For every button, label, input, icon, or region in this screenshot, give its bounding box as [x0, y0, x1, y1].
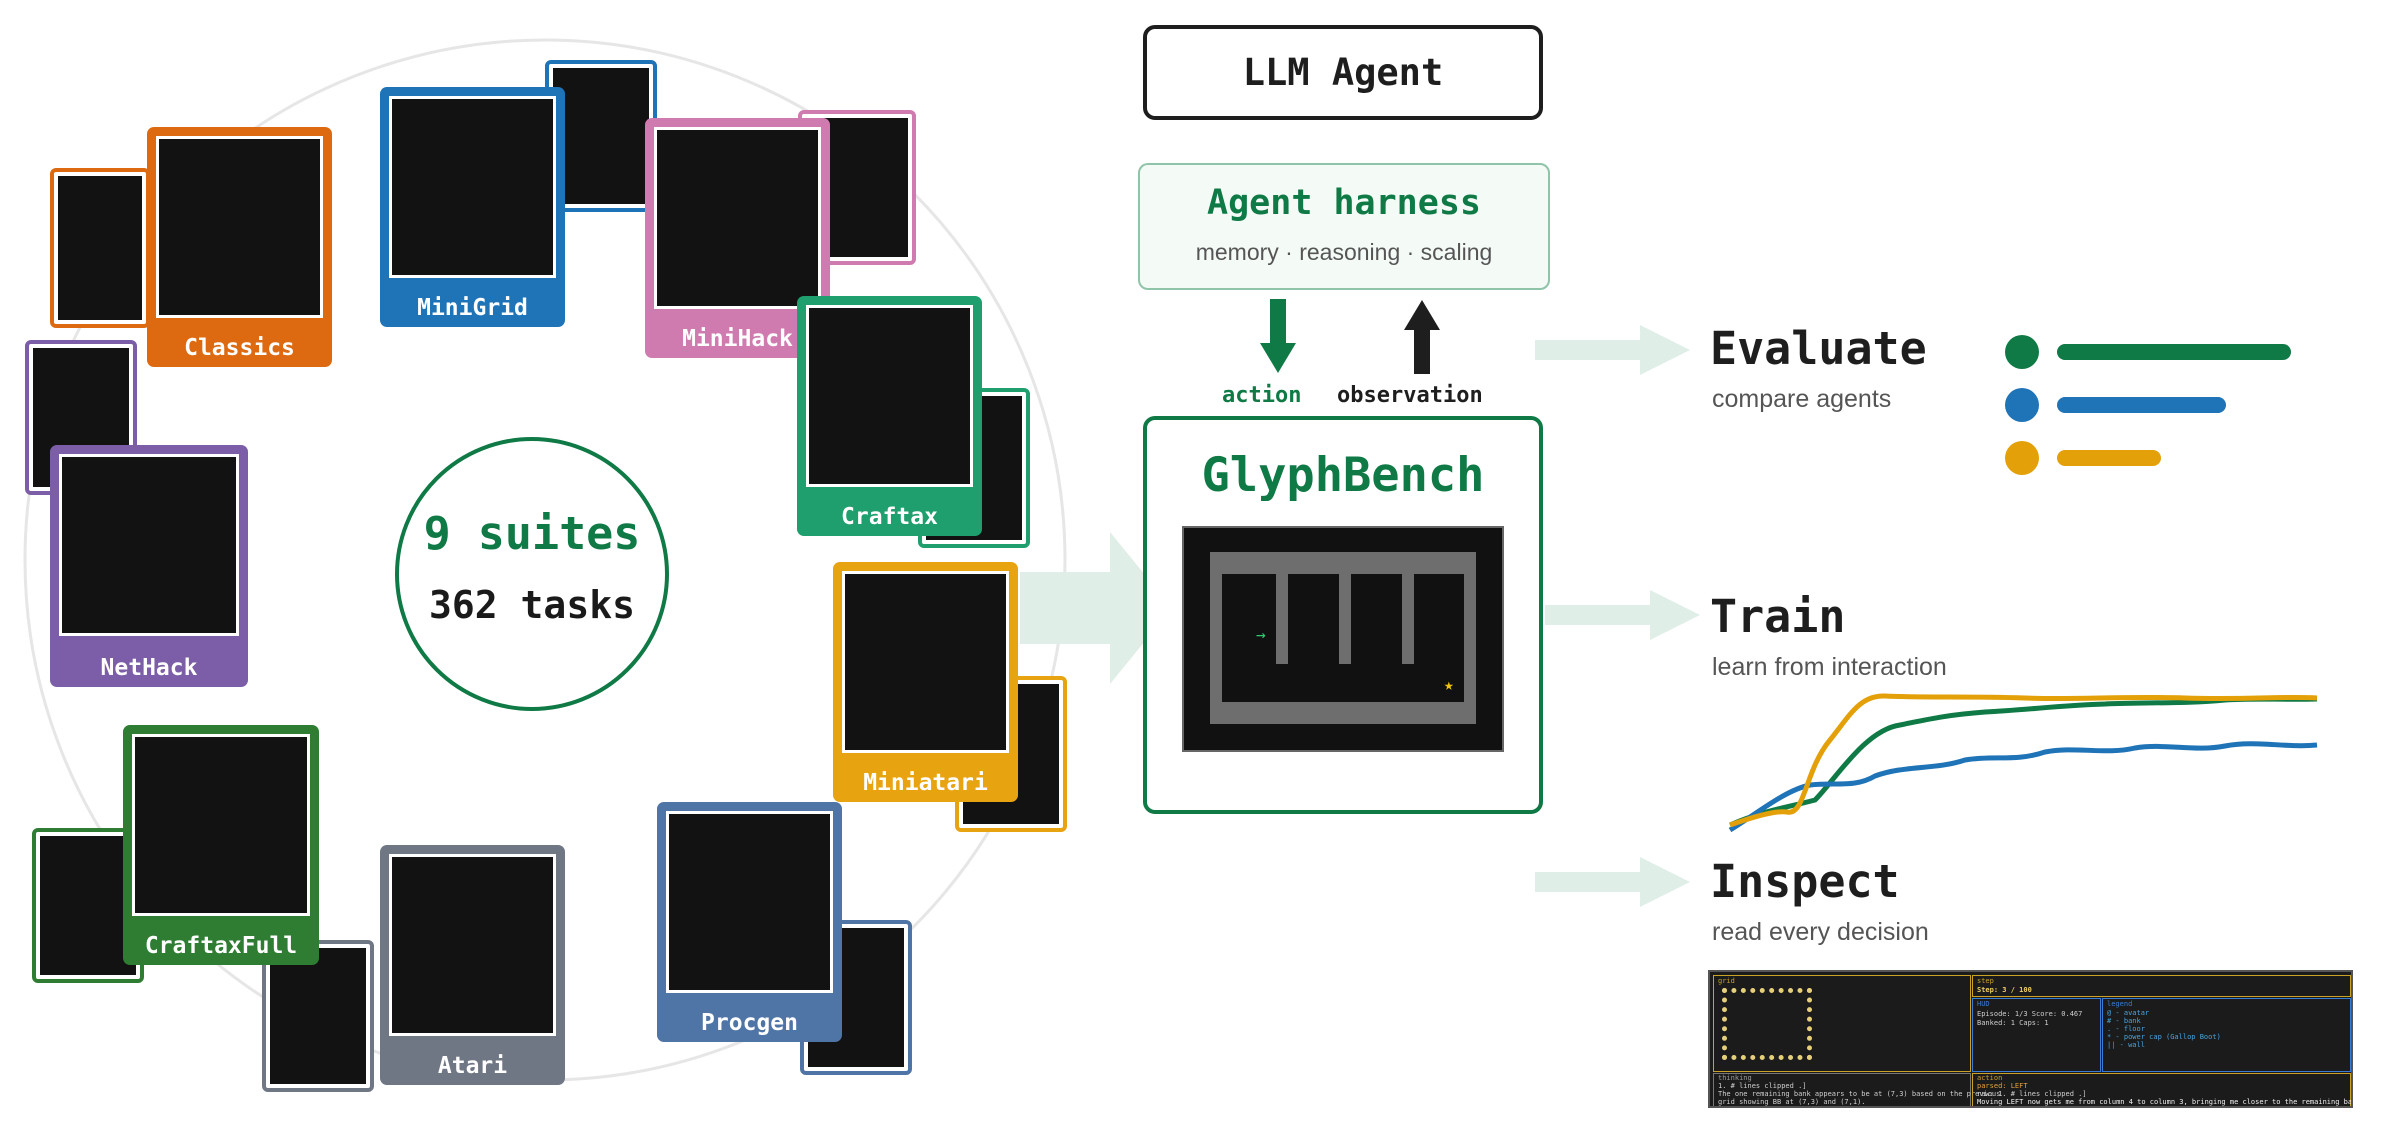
inspect-thinking-pane: thinking 1. # lines clipped .] The one r…	[1713, 1073, 2000, 1106]
agent-3-bar	[2057, 450, 2161, 466]
classics-thumbnail	[156, 136, 323, 318]
agent-3-dot	[2005, 441, 2039, 475]
inspect-title: Inspect	[1710, 855, 1900, 908]
agent-1-dot	[2005, 335, 2039, 369]
task-count: 362 tasks	[429, 583, 635, 627]
evaluate-subtitle: compare agents	[1712, 385, 1892, 413]
inspect-thinking-line3: grid showing BB at (7,3) and (7,1).	[1718, 1098, 1866, 1106]
llm-agent-box: LLM Agent	[1143, 25, 1543, 120]
atari-thumbnail-2	[262, 940, 374, 1092]
suite-card-craftax[interactable]: Craftax	[797, 296, 982, 536]
classics-thumbnail-2	[50, 168, 150, 328]
minihack-thumbnail	[654, 127, 821, 309]
action-arrow-icon	[1260, 299, 1296, 373]
inspect-action-line1: parsed: LEFT	[1977, 1082, 2028, 1090]
inspect-panel: grid step Step: 3 / 100 HUD Episode: 1/3…	[1708, 970, 2353, 1108]
agent-2-bar	[2057, 397, 2226, 413]
inspect-action-line3: Moving LEFT now gets me from column 4 to…	[1977, 1098, 2353, 1106]
action-label: action	[1222, 383, 1302, 408]
agent-arrows	[1260, 299, 1440, 374]
glyphbench-screen: → ★	[1182, 526, 1504, 752]
suite-card-minigrid[interactable]: MiniGrid	[380, 87, 565, 327]
inspect-hud-line1: Episode: 1/3 Score: 0.467	[1977, 1010, 2083, 1018]
nethack-thumbnail	[59, 454, 239, 636]
train-subtitle: learn from interaction	[1712, 653, 1947, 681]
observation-arrow-icon	[1404, 300, 1440, 374]
glyphbench-title: GlyphBench	[1201, 448, 1485, 503]
legend-item: . - floor	[2107, 1025, 2145, 1033]
legend-item: * - power cap (Gallop Boot)	[2107, 1033, 2221, 1041]
train-arrow	[1545, 590, 1700, 640]
inspect-action-pane: action parsed: LEFT raw: 1. # lines clip…	[1972, 1073, 2353, 1106]
inspect-hud-pane: HUD Episode: 1/3 Score: 0.467 Banked: 1 …	[1972, 998, 2101, 1072]
inspect-action-line2: raw: 1. # lines clipped .]	[1977, 1090, 2087, 1098]
suite-label-craftax: Craftax	[841, 504, 938, 530]
glyphbench-box: GlyphBench → ★	[1143, 416, 1543, 814]
evaluate-chart	[2005, 335, 2291, 475]
suite-card-procgen[interactable]: Procgen	[657, 802, 842, 1042]
inspect-step-label: step	[1977, 977, 1994, 985]
miniatari-thumbnail	[842, 571, 1009, 753]
inspect-grid-map	[1722, 988, 1812, 1060]
suite-card-atari[interactable]: Atari	[380, 845, 565, 1085]
llm-agent-title: LLM Agent	[1242, 51, 1444, 94]
inspect-legend-label: legend	[2107, 1000, 2133, 1008]
inspect-step-value: Step: 3 / 100	[1977, 986, 2032, 994]
atari-thumbnail	[389, 854, 556, 1036]
inspect-legend-pane: legend @ - avatar # - bank . - floor * -…	[2102, 998, 2351, 1072]
train-curves	[1728, 693, 2318, 833]
inspect-subtitle: read every decision	[1712, 918, 1929, 946]
agent-arrow-icon: →	[1256, 625, 1266, 644]
suite-label-craftaxfull: CraftaxFull	[144, 933, 298, 959]
train-title: Train	[1710, 590, 1846, 643]
suite-label-miniatari: Miniatari	[863, 770, 988, 796]
craftax-thumbnail	[806, 305, 973, 487]
suite-card-miniatari[interactable]: Miniatari	[833, 562, 1018, 802]
legend-item: # - bank	[2107, 1017, 2141, 1025]
craftaxfull-thumbnail	[132, 734, 310, 916]
inspect-thinking-line1: 1. # lines clipped .]	[1718, 1082, 1807, 1090]
suite-card-nethack[interactable]: NetHack	[50, 445, 248, 687]
harness-title: Agent harness	[1207, 183, 1481, 223]
agent-harness-box: Agent harness memory · reasoning · scali…	[1138, 163, 1550, 290]
suite-count: 9 suites	[423, 507, 641, 560]
inspect-step-pane: step Step: 3 / 100	[1972, 975, 2351, 997]
suites-to-bench-arrow	[1020, 532, 1172, 684]
harness-subtitle: memory · reasoning · scaling	[1195, 239, 1493, 265]
suite-label-classics: Classics	[184, 335, 295, 361]
suite-label-procgen: Procgen	[701, 1010, 798, 1036]
inspect-action-label: action	[1977, 1074, 2003, 1082]
suite-card-classics[interactable]: Classics	[147, 127, 332, 367]
agent-1-bar	[2057, 344, 2291, 360]
suite-label-atari: Atari	[437, 1053, 508, 1079]
inspect-hud-label: HUD	[1977, 1000, 1990, 1008]
minigrid-thumbnail	[389, 96, 556, 278]
legend-item: || - wall	[2107, 1041, 2145, 1049]
evaluate-arrow	[1535, 325, 1690, 375]
suite-count-circle: 9 suites 362 tasks	[395, 437, 669, 711]
inspect-thinking-label: thinking	[1718, 1074, 1752, 1082]
goal-star-icon: ★	[1444, 675, 1454, 694]
agent-2-dot	[2005, 388, 2039, 422]
evaluate-title: Evaluate	[1710, 322, 1927, 375]
inspect-thinking-line2: The one remaining bank appears to be at …	[1718, 1090, 2001, 1098]
orange-learning-curve	[1729, 693, 2318, 828]
suite-card-craftaxfull[interactable]: CraftaxFull	[123, 725, 319, 965]
inspect-arrow	[1535, 857, 1690, 907]
legend-item: @ - avatar	[2107, 1009, 2150, 1017]
inspect-grid-label: grid	[1718, 977, 1735, 985]
observation-label: observation	[1337, 383, 1483, 408]
suite-label-minihack: MiniHack	[682, 326, 793, 352]
inspect-hud-line2: Banked: 1 Caps: 1	[1977, 1019, 2049, 1027]
inspect-grid-pane: grid	[1713, 975, 1971, 1072]
suite-label-nethack: NetHack	[100, 655, 198, 681]
blue-learning-curve	[1728, 741, 2318, 833]
procgen-thumbnail	[666, 811, 833, 993]
glyphbench-grid: → ★	[1210, 552, 1476, 724]
suite-label-minigrid: MiniGrid	[417, 295, 528, 321]
